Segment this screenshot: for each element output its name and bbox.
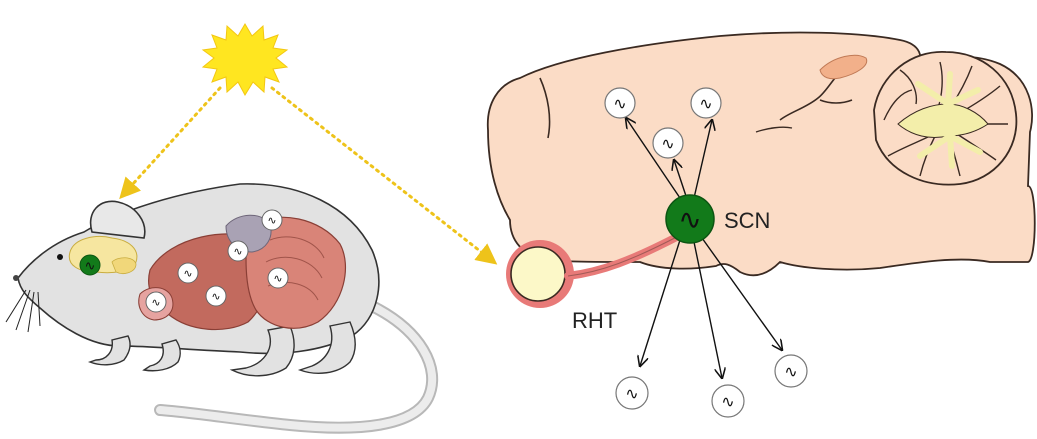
scn-oscillator-glyph: ∿ xyxy=(678,203,701,236)
peripheral-oscillator: ∿ xyxy=(146,292,166,312)
sun-icon xyxy=(203,24,287,95)
peripheral-oscillator: ∿ xyxy=(206,286,226,306)
peripheral-oscillator: ∿ xyxy=(775,355,807,387)
mouse-scn-oscillator: ∿ xyxy=(80,255,100,275)
rht-label: RHT xyxy=(572,308,617,333)
peripheral-oscillator: ∿ xyxy=(268,268,288,288)
peripheral-oscillator-glyph: ∿ xyxy=(784,362,797,381)
brain-oscillator: ∿ xyxy=(691,88,721,118)
peripheral-oscillator-glyph: ∿ xyxy=(211,290,220,303)
brain-oscillator: ∿ xyxy=(653,128,683,158)
mouse-nose xyxy=(13,275,19,281)
peripheral-oscillator-glyph: ∿ xyxy=(151,296,160,309)
peripheral-oscillator-glyph: ∿ xyxy=(233,245,242,258)
brain-sagittal-section xyxy=(488,33,1035,276)
brain-oscillator-glyph: ∿ xyxy=(699,94,712,113)
peripheral-oscillator-glyph: ∿ xyxy=(273,272,282,285)
peripheral-oscillator: ∿ xyxy=(262,210,282,230)
peripheral-oscillator-glyph: ∿ xyxy=(625,384,638,403)
peripheral-oscillator: ∿ xyxy=(228,241,248,261)
mouse-illustration: ∿ ∿ ∿ ∿ ∿ ∿ ∿ xyxy=(6,184,432,428)
mouse-scn-oscillator-glyph: ∿ xyxy=(85,259,96,274)
mouse-ear xyxy=(91,201,145,238)
peripheral-oscillator-glyph: ∿ xyxy=(267,214,276,227)
brain-oscillator: ∿ xyxy=(605,88,635,118)
peripheral-oscillator: ∿ xyxy=(712,385,744,417)
light-path-to-mouse xyxy=(122,88,220,196)
brain-oscillator-glyph: ∿ xyxy=(613,94,626,113)
scn-label: SCN xyxy=(724,208,770,233)
mouse-eye xyxy=(57,254,63,260)
peripheral-oscillator: ∿ xyxy=(178,263,198,283)
peripheral-oscillator: ∿ xyxy=(616,377,648,409)
brain-oscillator-glyph: ∿ xyxy=(661,134,674,153)
peripheral-oscillator-glyph: ∿ xyxy=(721,392,734,411)
scn-oscillator: ∿ xyxy=(666,195,714,243)
retina-eye xyxy=(506,240,574,308)
peripheral-oscillator-glyph: ∿ xyxy=(183,267,192,280)
